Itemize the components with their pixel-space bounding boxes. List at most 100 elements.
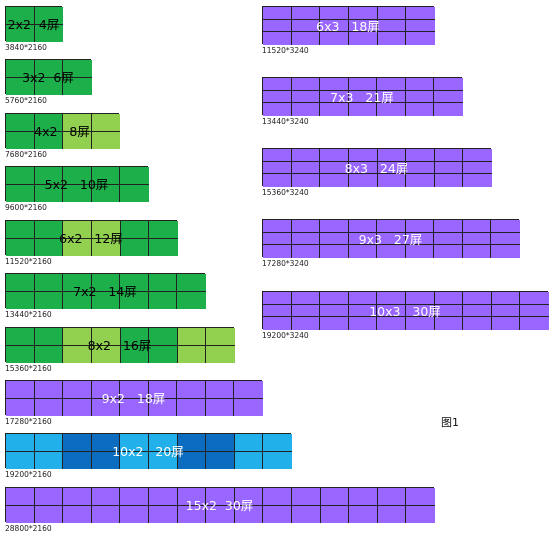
- screen-cell: [6, 60, 35, 78]
- screen-cell: [320, 245, 349, 258]
- screen-cell: [34, 114, 63, 132]
- screen-cell: [434, 90, 463, 104]
- screen-cell: [120, 505, 149, 523]
- screen-cell: [63, 60, 92, 78]
- screen-cell: [291, 245, 321, 258]
- screen-cell: [91, 274, 121, 292]
- screen-cell: [320, 32, 349, 45]
- screen-cell: [120, 328, 150, 346]
- screen-cell: [377, 19, 407, 33]
- screen-cell: [34, 24, 63, 42]
- screen-cell: [149, 434, 178, 452]
- screen-cell: [34, 291, 64, 309]
- screen-cell: [377, 161, 407, 175]
- screen-cell: [434, 103, 463, 116]
- screen-cell: [291, 174, 321, 187]
- screen-cell: [34, 184, 64, 202]
- screen-cell: [263, 161, 292, 175]
- screen-cell: [120, 238, 150, 256]
- screen-cell: [291, 90, 321, 104]
- screen-cell: [148, 398, 178, 416]
- screen-cell: [205, 381, 235, 399]
- screen-cell: [377, 149, 407, 162]
- screen-cell: [406, 292, 435, 305]
- screen-cell: [291, 103, 321, 116]
- screen-cell: [177, 398, 206, 416]
- screen-grid: 9x3 27屏: [262, 219, 520, 258]
- screen-cell: [291, 317, 321, 330]
- screen-cell: [406, 317, 435, 330]
- screen-cell: [406, 488, 435, 506]
- screen-cell: [6, 114, 35, 132]
- screen-cell: [34, 505, 64, 523]
- screen-cell: [320, 161, 349, 175]
- screen-cell: [406, 304, 435, 318]
- screen-cell: [63, 114, 92, 132]
- screen-cell: [263, 451, 292, 469]
- screen-cell: [234, 381, 263, 399]
- screen-cell: [206, 451, 235, 469]
- screen-cell: [520, 304, 549, 318]
- screen-cell: [462, 220, 492, 233]
- screen-cell: [434, 304, 464, 318]
- screen-cell: [91, 381, 121, 399]
- screen-cell: [434, 245, 463, 258]
- screen-cell: [263, 174, 292, 187]
- screen-cell: [234, 398, 263, 416]
- screen-cell: [348, 292, 378, 305]
- screen-cell: [177, 488, 207, 506]
- screen-cell: [34, 434, 64, 452]
- screen-cell: [377, 245, 406, 258]
- screen-grid: 6x3 18屏: [262, 6, 435, 45]
- resolution-label: 19200*3240: [262, 331, 309, 340]
- screen-cell: [120, 434, 149, 452]
- screen-cell: [405, 232, 435, 246]
- screen-cell: [406, 32, 435, 45]
- screen-cell: [234, 505, 264, 523]
- screen-cell: [34, 60, 64, 78]
- screen-cell: [320, 103, 349, 116]
- screen-cell: [462, 245, 492, 258]
- screen-cell: [177, 381, 206, 399]
- screen-cell: [349, 7, 378, 20]
- screen-cell: [148, 274, 178, 292]
- screen-cell: [177, 274, 206, 292]
- screen-cell: [91, 167, 121, 185]
- screen-cell: [491, 245, 520, 258]
- screen-cell: [349, 505, 378, 523]
- screen-cell: [320, 304, 349, 318]
- resolution-label: 17280*2160: [5, 417, 52, 426]
- resolution-label: 7680*2160: [5, 150, 47, 159]
- screen-cell: [320, 292, 349, 305]
- screen-cell: [434, 232, 463, 246]
- screen-cell: [520, 317, 549, 330]
- screen-cell: [63, 167, 92, 185]
- screen-cell: [149, 238, 178, 256]
- screen-cell: [63, 381, 92, 399]
- screen-cell: [320, 232, 349, 246]
- screen-cell: [320, 149, 349, 162]
- screen-cell: [177, 328, 207, 346]
- screen-grid: 9x2 18屏: [5, 380, 263, 416]
- screen-cell: [348, 174, 378, 187]
- screen-cell: [63, 434, 92, 452]
- screen-cell: [6, 328, 35, 346]
- screen-cell: [120, 184, 149, 202]
- screen-cell: [348, 304, 378, 318]
- screen-cell: [463, 304, 492, 318]
- resolution-label: 17280*3240: [262, 259, 309, 268]
- screen-cell: [34, 131, 63, 149]
- screen-cell: [206, 434, 235, 452]
- screen-cell: [120, 345, 150, 363]
- resolution-label: 19200*2160: [5, 470, 52, 479]
- screen-cell: [34, 345, 64, 363]
- screen-cell: [349, 19, 378, 33]
- screen-cell: [63, 328, 92, 346]
- screen-grid: 7x3 21屏: [262, 77, 463, 116]
